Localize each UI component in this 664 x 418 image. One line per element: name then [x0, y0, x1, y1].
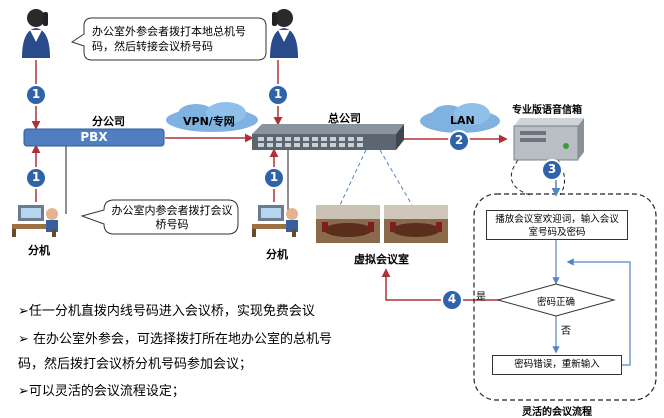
step-1-label-top-left: 1: [31, 87, 41, 101]
flow-dashed-border: [473, 193, 657, 401]
step-1-circle-bottom-left: [25, 167, 47, 189]
voicemail-label: 专业版语音信箱: [512, 105, 582, 116]
pbx-bar: [23, 128, 165, 147]
extension-left-label: 分机: [28, 244, 50, 257]
virtual-room-label: 虚拟会议室: [354, 253, 409, 266]
step-4-circle: [441, 289, 463, 311]
flow-no-label: 否: [561, 326, 571, 337]
flow-yes-label: 是: [476, 292, 486, 303]
step-1-circle-top-left: [25, 84, 47, 106]
pbx-label: PBX: [80, 130, 108, 144]
step-1-label-bottom-mid: 1: [269, 170, 279, 184]
step-3-label: 3: [547, 162, 557, 176]
flow-retry-loop: [566, 258, 631, 366]
step-1-label-bottom-left: 1: [31, 170, 41, 184]
hq-label: 总公司: [328, 112, 361, 125]
step-3-circle: [541, 159, 563, 181]
step-1-circle-top-right: [267, 84, 289, 106]
step-2-label: 2: [454, 133, 464, 147]
flow-title: 灵活的会议流程: [522, 407, 592, 418]
flow-decision-diamond: [496, 283, 616, 317]
bullet-line-3: 码，然后拨打会议桥分机号码参加会议；: [18, 357, 253, 372]
link-dash-room-2: [379, 149, 413, 206]
bullet-line-1: ➢任一分机直拨内线号码进入会议桥，实现免费会议: [18, 304, 315, 319]
step-1-circle-bottom-mid: [263, 167, 285, 189]
extension-mid-workstation-icon: [252, 205, 298, 237]
extension-mid-label: 分机: [266, 248, 288, 261]
virtual-room-photo-1: [316, 205, 380, 243]
extension-left-workstation-icon: [12, 205, 58, 237]
flow-check-label: 密码正确: [536, 297, 575, 308]
flow-dashed-arc: [510, 159, 531, 196]
callout-inside-text: 办公室内参会者拨打会议桥号码: [111, 204, 233, 231]
top-right-person-icon: [270, 9, 298, 58]
step-2-circle: [448, 130, 470, 152]
top-left-person-icon: [22, 9, 50, 58]
flow-welcome-box: 播放会议室欢迎词，输入会议室号码及密码: [486, 210, 628, 240]
callout-outside-bubble: [70, 17, 267, 61]
bullet-line-2: ➢ 在办公室外参会，可选择拨打所在地办公室的总机号: [18, 332, 333, 347]
lan-label: LAN: [450, 114, 475, 127]
link-dash-room-1: [339, 149, 367, 206]
flow-retry-box: 密码错误，重新输入: [492, 355, 622, 375]
callout-outside-text: 办公室外参会者拨打本地总机号码，然后转接会议桥号码: [92, 25, 246, 53]
vpn-cloud-icon: [166, 102, 258, 132]
step-4-label: 4: [447, 292, 457, 306]
step-1-label-top-right: 1: [273, 87, 283, 101]
lan-cloud-icon: [420, 103, 500, 133]
hq-switch-icon: [252, 124, 404, 150]
virtual-room-photo-2: [384, 205, 448, 243]
voicemail-server-icon: [513, 118, 584, 161]
branch-office-label: 分公司: [92, 115, 125, 128]
vpn-label: VPN/专网: [183, 115, 235, 128]
callout-inside-bubble: [80, 199, 239, 235]
bullet-line-4: ➢可以灵活的会议流程设定；: [18, 384, 185, 399]
